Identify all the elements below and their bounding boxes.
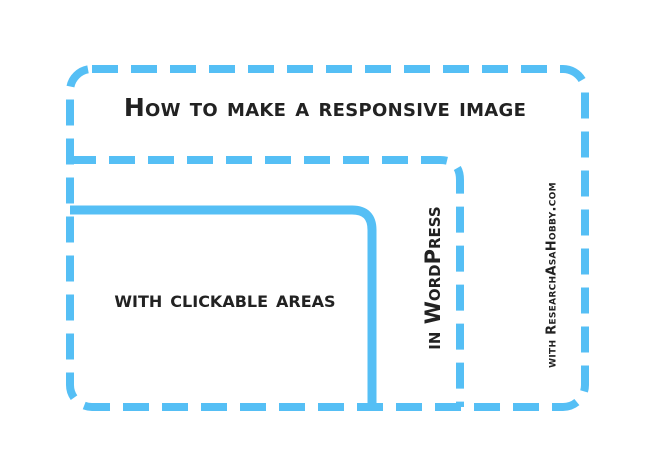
outer-box-label: with ResearchAsaHobby.com	[544, 182, 560, 368]
inner-solid-frame	[70, 205, 377, 407]
outer-dashed-frame	[66, 65, 589, 411]
inner-box-label: with clickable areas	[114, 287, 336, 313]
middle-dashed-frame	[70, 156, 464, 407]
diagram-title: How to make a responsive image	[123, 93, 527, 122]
middle-box-label: in WordPress	[421, 206, 445, 350]
